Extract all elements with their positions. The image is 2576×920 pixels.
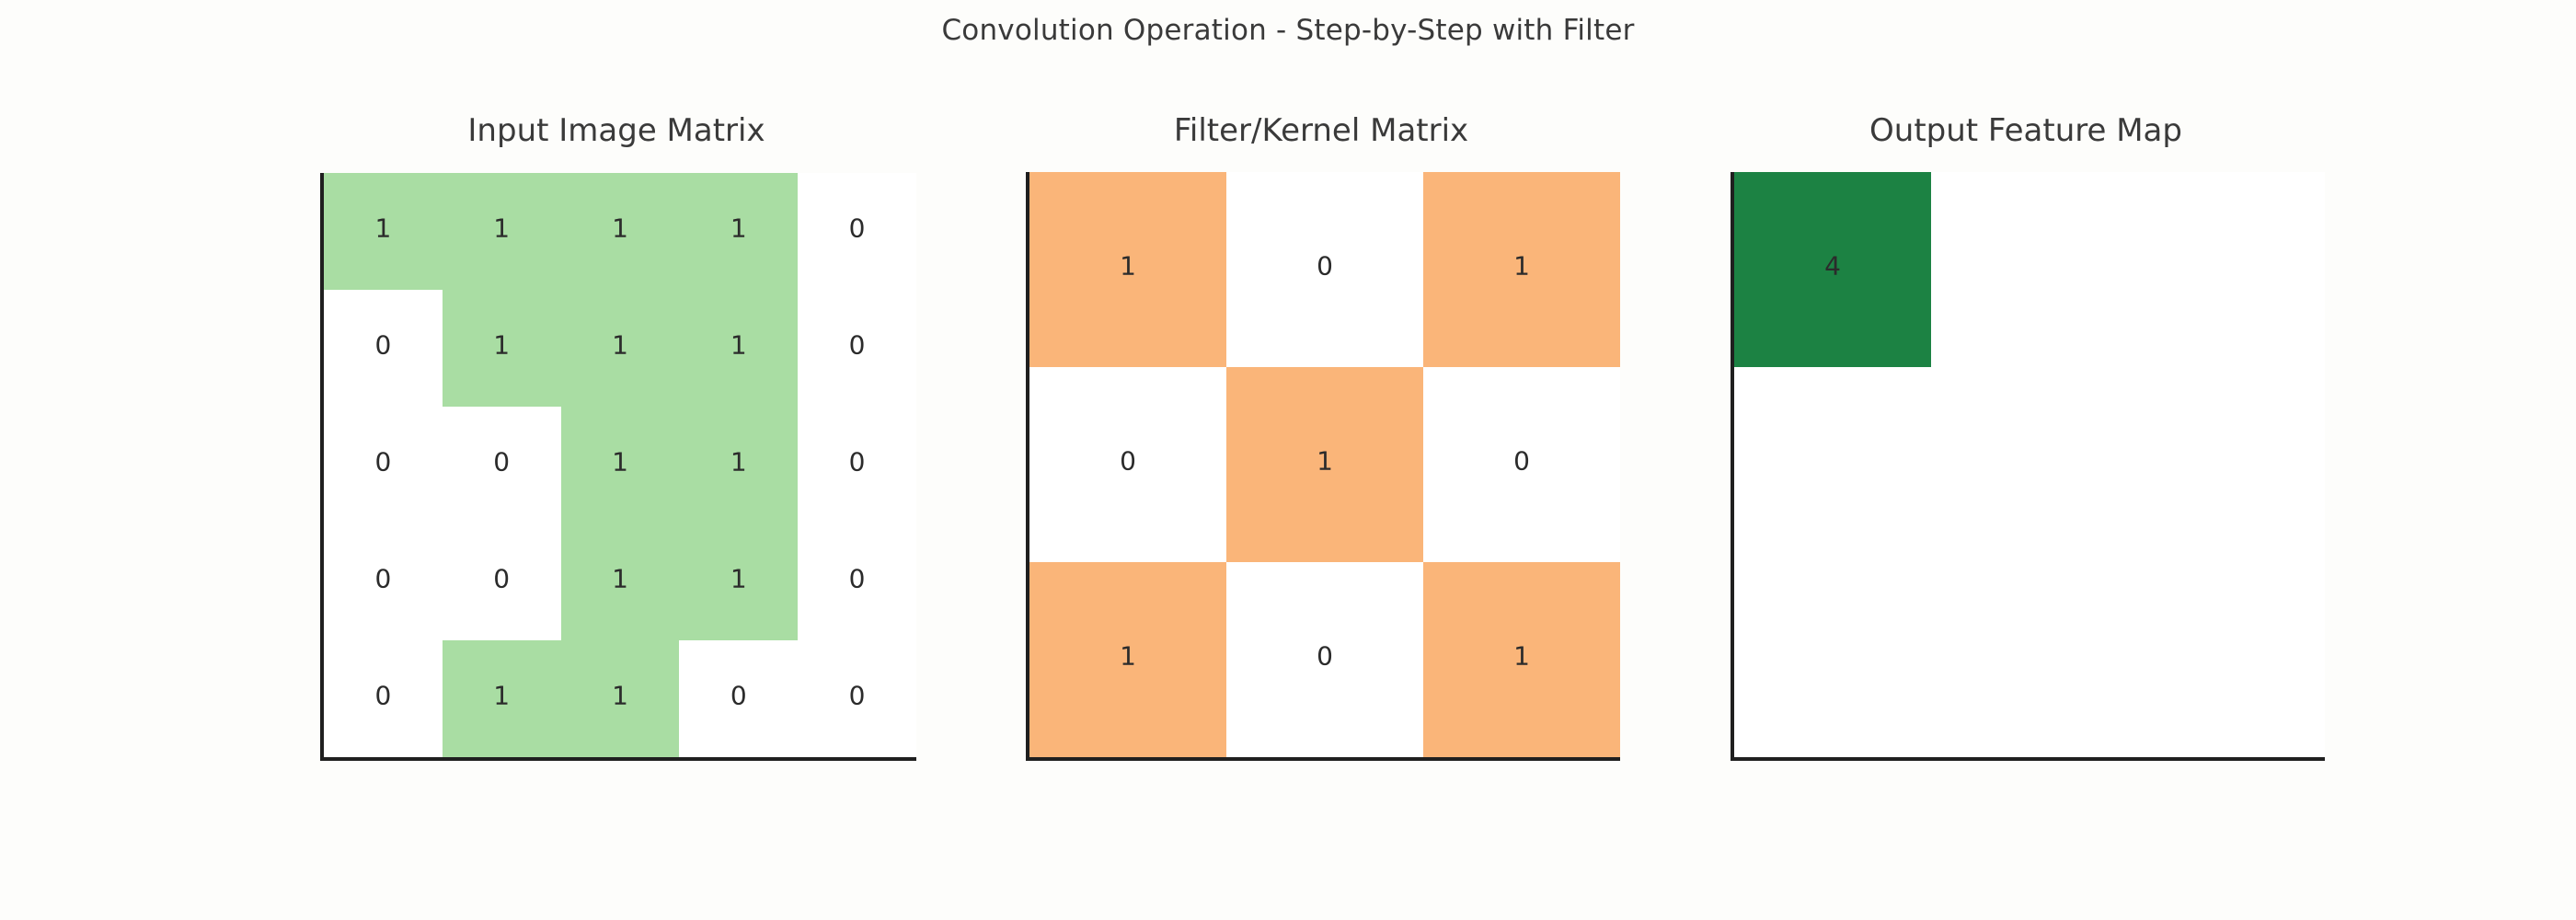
panel-title-filter: Filter/Kernel Matrix: [1173, 112, 1469, 149]
matrix-cell-value: 0: [730, 680, 747, 711]
matrix-cell-value: 1: [1317, 445, 1333, 477]
matrix-cell-filter-r0-c0: 1: [1029, 172, 1226, 367]
matrix-cell-input-r4-c2: 1: [560, 640, 680, 757]
matrix-cell-input-r3-c1: 0: [442, 523, 561, 640]
matrix-cell-input-r4-c4: 0: [798, 640, 916, 757]
matrix-cell-input-r1-c1: 1: [442, 290, 561, 407]
matrix-cell-value: 1: [612, 563, 628, 594]
matrix-cell-value: 0: [1317, 250, 1333, 282]
matrix-cell-value: 1: [612, 213, 628, 244]
matrix-cell-value: 0: [848, 446, 866, 477]
matrix-cell-value: 0: [374, 329, 392, 361]
matrix-cell-value: 0: [374, 563, 392, 594]
matrix-cell-value: 0: [848, 213, 866, 244]
matrix-cell-input-r3-c2: 1: [560, 523, 680, 640]
matrix-cell-value: 1: [612, 329, 628, 361]
matrix-cell-input-r4-c1: 1: [442, 640, 561, 757]
matrix-cell-filter-r2-c2: 1: [1423, 562, 1620, 757]
matrix-grid-filter: 1 0 1 0 1 0 1 0 1: [1029, 172, 1620, 757]
axes-output: 4: [1731, 172, 2325, 761]
matrix-cell-filter-r1-c2: 0: [1423, 367, 1620, 562]
matrix-cell-input-r0-c3: 1: [679, 173, 799, 290]
matrix-cell-filter-r2-c1: 0: [1226, 562, 1423, 757]
matrix-cell-output-r2-c2: [2128, 562, 2325, 757]
matrix-cell-value: 0: [848, 329, 866, 361]
matrix-cell-value: 1: [730, 446, 747, 477]
matrix-cell-output-r0-c0: 4: [1734, 172, 1931, 367]
matrix-cell-value: 1: [493, 329, 511, 361]
matrix-cell-value: 0: [374, 446, 392, 477]
matrix-cell-value: 4: [1824, 250, 1841, 282]
matrix-cell-value: 1: [374, 213, 392, 244]
matrix-cell-value: 0: [374, 680, 392, 711]
matrix-cell-input-r0-c0: 1: [324, 173, 443, 290]
matrix-cell-value: 0: [1317, 640, 1333, 672]
matrix-cell-value: 1: [1120, 250, 1136, 282]
matrix-cell-input-r4-c0: 0: [324, 640, 443, 757]
matrix-cell-value: 1: [1513, 250, 1530, 282]
matrix-cell-value: 1: [493, 213, 511, 244]
matrix-cell-value: 1: [730, 563, 747, 594]
matrix-cell-value: 0: [1120, 445, 1136, 477]
matrix-cell-value: 0: [848, 563, 866, 594]
matrix-cell-filter-r0-c1: 0: [1226, 172, 1423, 367]
matrix-cell-output-r0-c2: [2128, 172, 2325, 367]
matrix-cell-input-r0-c4: 0: [798, 173, 916, 290]
panel-title-output: Output Feature Map: [1869, 112, 2182, 149]
matrix-cell-input-r2-c1: 0: [442, 407, 561, 523]
matrix-cell-input-r2-c2: 1: [560, 407, 680, 523]
matrix-cell-input-r3-c0: 0: [324, 523, 443, 640]
matrix-cell-output-r1-c2: [2128, 367, 2325, 562]
matrix-cell-output-r1-c0: [1734, 367, 1931, 562]
matrix-cell-filter-r1-c0: 0: [1029, 367, 1226, 562]
panel-title-input: Input Image Matrix: [467, 112, 765, 149]
matrix-cell-value: 1: [612, 680, 628, 711]
matrix-cell-output-r1-c1: [1931, 367, 2128, 562]
matrix-cell-filter-r2-c0: 1: [1029, 562, 1226, 757]
matrix-cell-input-r1-c4: 0: [798, 290, 916, 407]
matrix-cell-value: 1: [612, 446, 628, 477]
matrix-cell-value: 1: [493, 680, 511, 711]
matrix-cell-value: 0: [493, 563, 511, 594]
matrix-cell-input-r0-c2: 1: [560, 173, 680, 290]
matrix-cell-value: 1: [730, 329, 747, 361]
matrix-grid-input: 1 1 1 1 0 0 1 1 1 0 0 0 1 1 0 0 0 1 1 0 0 1 1 0 0: [324, 173, 916, 757]
matrix-cell-filter-r0-c2: 1: [1423, 172, 1620, 367]
matrix-cell-input-r1-c0: 0: [324, 290, 443, 407]
matrix-cell-value: 1: [1120, 640, 1136, 672]
figure-title: Convolution Operation - Step-by-Step wit…: [941, 14, 1635, 47]
matrix-cell-output-r2-c1: [1931, 562, 2128, 757]
matrix-cell-value: 1: [730, 213, 747, 244]
matrix-cell-output-r2-c0: [1734, 562, 1931, 757]
matrix-cell-value: 0: [848, 680, 866, 711]
matrix-cell-value: 0: [1513, 445, 1530, 477]
matrix-grid-output: 4: [1734, 172, 2325, 757]
matrix-cell-input-r4-c3: 0: [679, 640, 799, 757]
matrix-cell-input-r3-c3: 1: [679, 523, 799, 640]
matrix-cell-value: 0: [493, 446, 511, 477]
matrix-cell-output-r0-c1: [1931, 172, 2128, 367]
matrix-cell-input-r3-c4: 0: [798, 523, 916, 640]
matrix-cell-value: 1: [1513, 640, 1530, 672]
axes-input: 1 1 1 1 0 0 1 1 1 0 0 0 1 1 0 0 0 1 1 0 0 1 1 0 0: [320, 173, 916, 761]
matrix-cell-input-r0-c1: 1: [442, 173, 561, 290]
matrix-cell-input-r2-c3: 1: [679, 407, 799, 523]
matrix-cell-input-r2-c0: 0: [324, 407, 443, 523]
matrix-cell-input-r2-c4: 0: [798, 407, 916, 523]
axes-filter: 1 0 1 0 1 0 1 0 1: [1026, 172, 1620, 761]
matrix-cell-filter-r1-c1: 1: [1226, 367, 1423, 562]
matrix-cell-input-r1-c3: 1: [679, 290, 799, 407]
matrix-cell-input-r1-c2: 1: [560, 290, 680, 407]
